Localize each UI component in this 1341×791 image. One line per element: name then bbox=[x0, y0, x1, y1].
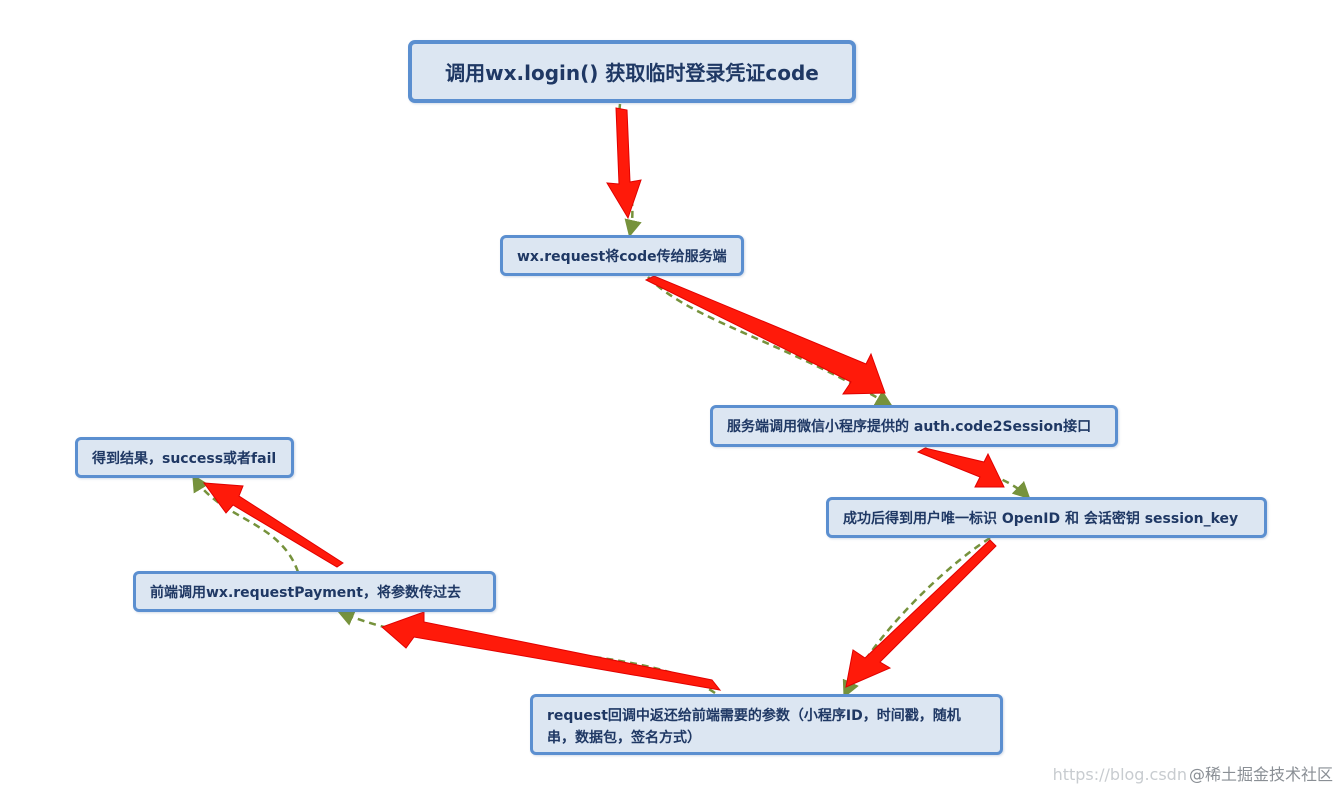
watermark-url: https://blog.csdn bbox=[1052, 765, 1187, 784]
node-wx-login: 调用wx.login() 获取临时登录凭证code bbox=[408, 40, 856, 103]
red-arrow-3 bbox=[916, 447, 1005, 488]
watermark-brand: @稀土掘金技术社区 bbox=[1188, 765, 1333, 784]
red-arrow-2 bbox=[644, 275, 886, 395]
red-arrow-5 bbox=[381, 611, 722, 691]
connector-2 bbox=[647, 276, 894, 407]
red-arrow-1 bbox=[606, 107, 642, 220]
node-request-payment: 前端调用wx.requestPayment，将参数传过去 bbox=[133, 571, 496, 612]
node-request-code: wx.request将code传给服务端 bbox=[500, 235, 744, 276]
connector-6 bbox=[192, 474, 300, 573]
node-server-code2session: 服务端调用微信小程序提供的 auth.code2Session接口 bbox=[710, 405, 1118, 447]
red-arrow-4 bbox=[845, 539, 997, 688]
watermark: https://blog.csdn@稀土掘金技术社区 bbox=[1053, 761, 1333, 785]
node-openid-session-key: 成功后得到用户唯一标识 OpenID 和 会话密钥 session_key bbox=[826, 497, 1267, 538]
red-arrow-6 bbox=[202, 482, 344, 568]
node-result: 得到结果，success或者fail bbox=[75, 437, 294, 478]
node-return-params: request回调中返还给前端需要的参数（小程序ID，时间戳，随机串，数据包，签… bbox=[530, 694, 1003, 755]
